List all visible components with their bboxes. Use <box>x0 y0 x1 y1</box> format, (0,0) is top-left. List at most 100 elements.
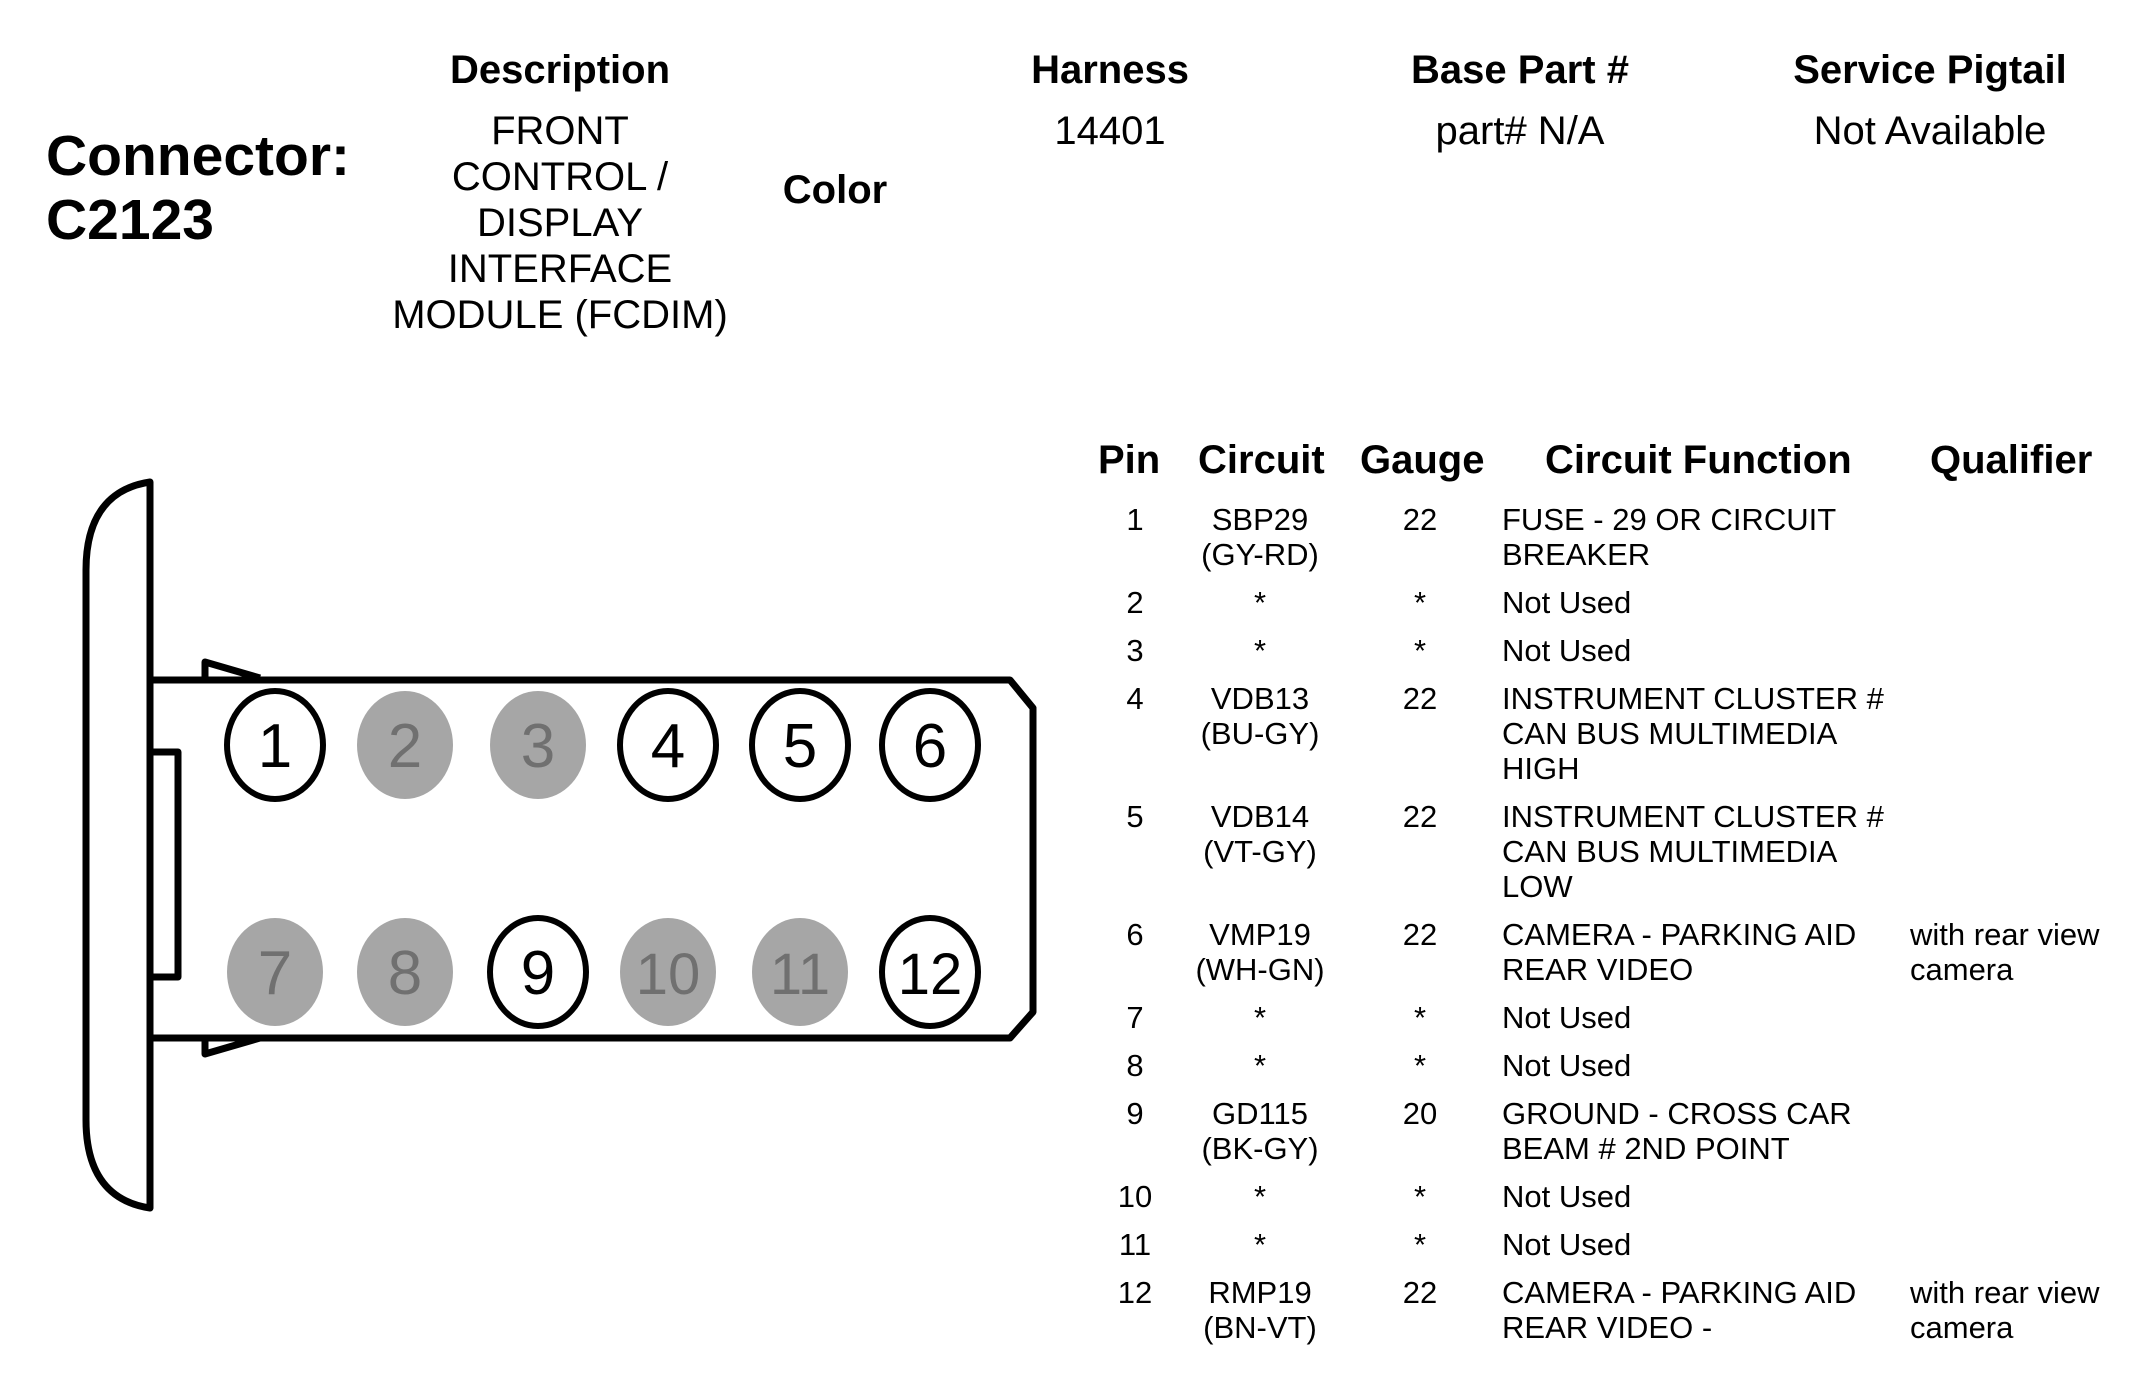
gauge-cell: 22 <box>1402 502 1438 537</box>
pin-cell: 4 <box>1126 681 1144 716</box>
circuit-line: (BU-GY) <box>1200 716 1320 751</box>
pin-cell: 12 <box>1117 1275 1153 1310</box>
pin-number: 4 <box>651 712 685 781</box>
circuit-line: (WH-GN) <box>1195 952 1325 987</box>
circuit-line: (VT-GY) <box>1203 834 1317 869</box>
circuit-cell: SBP29(GY-RD) <box>1180 502 1340 572</box>
function-line: LOW <box>1502 869 1573 904</box>
pin-cell: 7 <box>1126 1000 1144 1035</box>
connector-flange <box>82 478 154 1212</box>
pin-cell: 8 <box>1126 1048 1144 1083</box>
circuit-cell: RMP19(BN-VT) <box>1180 1275 1340 1345</box>
circuit-cell: VDB14(VT-GY) <box>1180 799 1340 869</box>
function-line: CAN BUS MULTIMEDIA <box>1502 834 1838 869</box>
function-line: REAR VIDEO <box>1502 952 1694 987</box>
pin-circle-unused <box>357 691 453 799</box>
latch-tab-top <box>201 658 261 682</box>
gauge-cell: * <box>1413 1048 1427 1083</box>
circuit-line: * <box>1253 1048 1267 1083</box>
gauge-cell: * <box>1413 1227 1427 1262</box>
function-line: CAMERA - PARKING AID <box>1502 917 1857 952</box>
pin-number: 11 <box>770 942 830 1007</box>
circuit-cell: * <box>1180 1179 1340 1214</box>
base-part-label: Base Part # <box>1411 48 1629 92</box>
pin-number: 2 <box>388 712 422 781</box>
pin-circle-unused <box>490 691 586 799</box>
description-value: FRONT CONTROL / DISPLAY INTERFACE MODULE… <box>360 108 760 338</box>
col-header-gauge: Gauge <box>1360 438 1485 482</box>
circuit-cell: * <box>1180 1227 1340 1262</box>
function-line: CAN BUS MULTIMEDIA <box>1502 716 1838 751</box>
function-line: GROUND - CROSS CAR <box>1502 1096 1852 1131</box>
gauge-cell: * <box>1413 585 1427 620</box>
circuit-line: (BK-GY) <box>1201 1131 1319 1166</box>
latch-tab-bottom <box>201 1034 261 1058</box>
connector-title: Connector: C2123 <box>46 124 350 252</box>
circuit-cell: * <box>1180 1048 1340 1083</box>
pin-number: 5 <box>783 712 817 781</box>
pin-number: 6 <box>913 712 947 781</box>
circuit-line: * <box>1253 585 1267 620</box>
pin-number: 10 <box>636 942 701 1007</box>
pin-cavity: 9 <box>487 915 589 1029</box>
pin-number: 1 <box>258 712 292 781</box>
qualifier-line: camera <box>1910 1310 2014 1345</box>
qualifier-line: with rear view <box>1910 1275 2100 1310</box>
description-line: INTERFACE <box>447 247 673 291</box>
circuit-function-cell: Not Used <box>1502 1227 1912 1262</box>
pin-circle-unused <box>620 918 716 1026</box>
gauge-cell: * <box>1413 633 1427 668</box>
pin-cell: 11 <box>1118 1227 1152 1262</box>
circuit-cell: * <box>1180 585 1340 620</box>
circuit-function-cell: Not Used <box>1502 1048 1912 1083</box>
description-line: CONTROL / <box>451 155 669 199</box>
gauge-cell: 22 <box>1402 1275 1438 1310</box>
description-label: Description <box>449 48 671 92</box>
pin-cavity: 5 <box>749 688 851 802</box>
function-line: BEAM # 2ND POINT <box>1502 1131 1790 1166</box>
circuit-line: VMP19 <box>1209 917 1311 952</box>
function-line: Not Used <box>1502 1048 1632 1083</box>
pin-cavity: 3 <box>490 691 586 799</box>
pin-cell: 1 <box>1126 502 1144 537</box>
pin-cavity: 11 <box>752 918 848 1026</box>
pin-number: 8 <box>388 939 422 1008</box>
gauge-cell: 22 <box>1402 917 1438 952</box>
pin-number: 12 <box>898 942 963 1007</box>
function-line: INSTRUMENT CLUSTER # <box>1502 799 1884 834</box>
circuit-line: * <box>1253 1000 1267 1035</box>
function-line: FUSE - 29 OR CIRCUIT <box>1502 502 1837 537</box>
circuit-cell: * <box>1180 633 1340 668</box>
circuit-cell: VDB13(BU-GY) <box>1180 681 1340 751</box>
qualifier-line: camera <box>1910 952 2014 987</box>
circuit-line: SBP29 <box>1211 502 1309 537</box>
harness-label: Harness <box>1031 48 1189 92</box>
circuit-line: VDB14 <box>1210 799 1310 834</box>
circuit-function-cell: Not Used <box>1502 585 1912 620</box>
pin-circle-used <box>879 915 981 1029</box>
circuit-cell: * <box>1180 1000 1340 1035</box>
pin-cavity: 2 <box>357 691 453 799</box>
function-line: INSTRUMENT CLUSTER # <box>1502 681 1884 716</box>
pin-cavity: 1 <box>224 688 326 802</box>
function-line: Not Used <box>1502 585 1632 620</box>
circuit-line: * <box>1253 1227 1267 1262</box>
pin-number: 3 <box>521 712 555 781</box>
connector-housing <box>82 478 1037 1212</box>
connector-id: C2123 <box>46 188 214 252</box>
function-line: REAR VIDEO - <box>1502 1310 1713 1345</box>
circuit-line: RMP19 <box>1208 1275 1312 1310</box>
pin-circle-used <box>224 688 326 802</box>
circuit-line: * <box>1253 633 1267 668</box>
col-header-circuit: Circuit <box>1198 438 1325 482</box>
pin-number: 7 <box>258 939 292 1008</box>
col-header-qualifier: Qualifier <box>1930 438 2093 482</box>
